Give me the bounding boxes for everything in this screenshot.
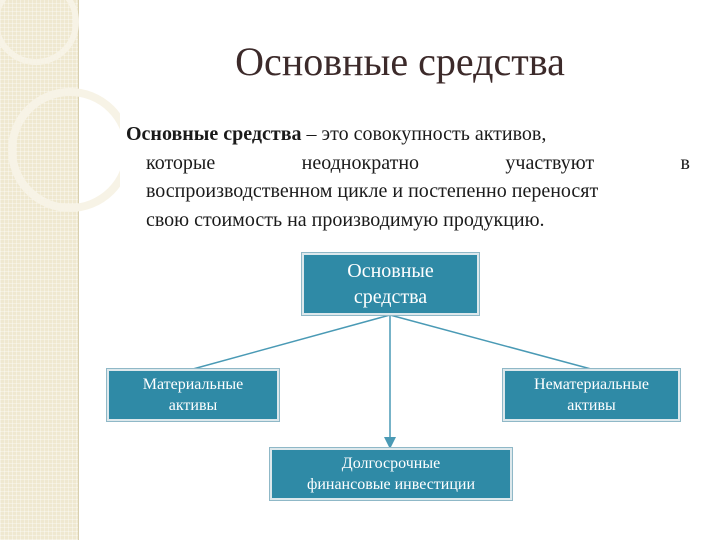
node-long-term-investments: Долгосрочные финансовые инвестиции (269, 447, 513, 501)
node-tangible-assets: Материальные активы (106, 368, 280, 422)
definition-line-1-rest: – это совокупность активов, (301, 123, 547, 145)
node-fixed-assets-line-1: Основные (347, 260, 434, 282)
connector-to-material (192, 314, 391, 370)
node-tangible-assets-line-1: Материальные (142, 376, 244, 393)
decorative-circles (0, 0, 120, 212)
node-fixed-assets-label: Основные средства (347, 258, 433, 310)
definition-line-2: которые неоднократно участвуют в (146, 151, 690, 174)
connector-to-intangible (389, 314, 592, 370)
node-intangible-assets-line-2: активы (567, 397, 616, 414)
definition-line-3: воспроизводственном цикле и постепенно п… (146, 180, 599, 202)
definition-term: Основные средства (126, 123, 302, 145)
node-tangible-assets-label: Материальные активы (143, 374, 244, 416)
sidebar-divider (78, 0, 79, 540)
node-long-term-investments-line-2: финансовые инвестиции (306, 476, 476, 493)
deco-circle-bottom (8, 88, 120, 212)
definition-line-1: Основные средства – это совокупность акт… (126, 120, 690, 149)
node-intangible-assets-label: Нематериальные активы (534, 374, 649, 416)
slide-title: Основные средства (235, 39, 565, 84)
node-tangible-assets-line-2: активы (168, 397, 218, 414)
definition-line-4: свою стоимость на производимую продукцию… (146, 208, 545, 231)
node-long-term-investments-label: Долгосрочные финансовые инвестиции (307, 453, 475, 495)
deco-circle-top (0, 0, 79, 65)
node-fixed-assets-line-2: средства (353, 286, 428, 308)
node-intangible-assets-line-1: Нематериальные (534, 376, 649, 393)
definition-text: Основные средства – это совокупность акт… (126, 120, 690, 234)
node-long-term-investments-line-1: Долгосрочные (341, 455, 441, 472)
node-fixed-assets: Основные средства (301, 252, 480, 316)
node-intangible-assets: Нематериальные активы (502, 368, 681, 422)
